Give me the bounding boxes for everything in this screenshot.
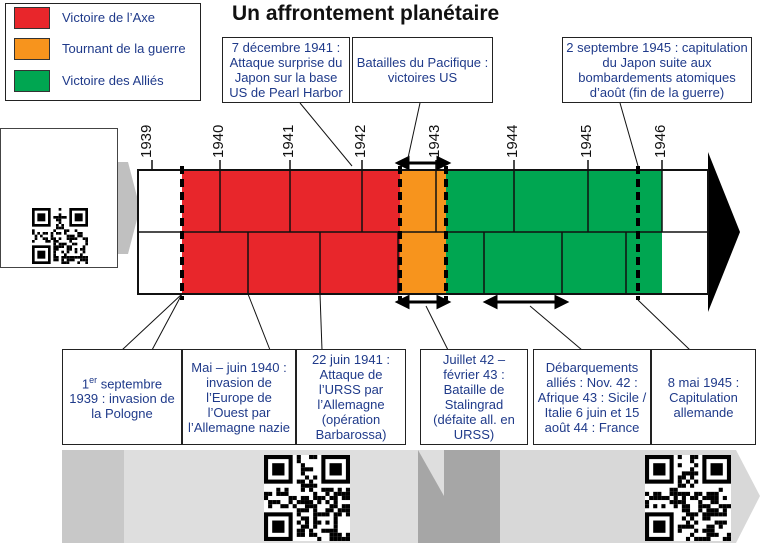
arrow-right-icon bbox=[115, 162, 140, 254]
year-1941: 1941 bbox=[280, 124, 297, 158]
chevron-1 bbox=[62, 450, 124, 543]
qr-code-icon[interactable] bbox=[264, 455, 350, 541]
year-1940: 1940 bbox=[210, 124, 227, 158]
event-europe-ouest: Mai – juin 1940 : invasion de l’Europe d… bbox=[182, 349, 296, 445]
legend-swatch-allies bbox=[14, 70, 50, 92]
page-title: Un affrontement planétaire bbox=[232, 2, 500, 25]
legend-label-axe: Victoire de l’Axe bbox=[62, 10, 155, 25]
legend bbox=[5, 3, 201, 101]
year-1946: 1946 bbox=[652, 124, 669, 158]
qr-code-icon[interactable] bbox=[645, 455, 731, 541]
legend-label-tournant: Tournant de la guerre bbox=[62, 41, 186, 56]
event-pearl-harbor: 7 décembre 1941 : Attaque surprise du Ja… bbox=[222, 37, 350, 103]
event-stalingrad: Juillet 42 – février 43 : Bataille de St… bbox=[420, 349, 528, 445]
year-1944: 1944 bbox=[504, 124, 521, 158]
year-1942: 1942 bbox=[352, 124, 369, 158]
chevron-3 bbox=[418, 450, 526, 543]
event-pologne: 1er septembre 1939 : invasion de la Polo… bbox=[62, 349, 182, 445]
legend-swatch-tournant bbox=[14, 38, 50, 60]
prev-page-arrow[interactable] bbox=[0, 128, 142, 288]
qr-code-icon[interactable] bbox=[32, 208, 88, 264]
legend-label-allies: Victoire des Alliés bbox=[62, 73, 164, 88]
event-debarquements: Débarquements alliés : Nov. 42 : Afrique… bbox=[533, 349, 651, 445]
year-1943: 1943 bbox=[426, 124, 443, 158]
year-1945: 1945 bbox=[578, 124, 595, 158]
legend-swatch-axe bbox=[14, 7, 50, 29]
event-barbarossa: 22 juin 1941 : Attaque de l’URSS par l’A… bbox=[296, 349, 406, 445]
event-capitulation-allemande: 8 mai 1945 : Capitulation allemande bbox=[651, 349, 756, 445]
timeline-arrow-head bbox=[708, 152, 740, 312]
event-pacifique: Batailles du Pacifique : victoires US bbox=[352, 37, 493, 103]
year-1939: 1939 bbox=[138, 124, 155, 158]
event-capitulation-japon: 2 septembre 1945 : capitulation du Japon… bbox=[562, 37, 752, 103]
